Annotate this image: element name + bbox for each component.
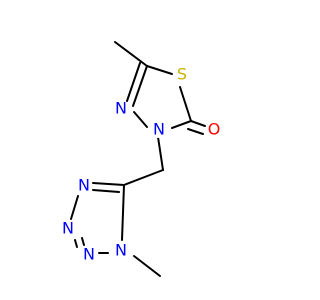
bond-ch2-tetrazole-c5 <box>123 169 164 186</box>
bond-c2-n3 <box>171 120 192 129</box>
bond-c5-s1 <box>146 65 173 75</box>
bond-methyl-c5 <box>114 41 148 67</box>
bond-c5-n4-second <box>126 62 141 102</box>
bond-tz-n3-n2 <box>81 237 85 246</box>
bond-tz-c5-n4-second <box>92 189 120 193</box>
bond-c2-o-second <box>187 128 204 135</box>
bond-s1-c2 <box>179 86 192 122</box>
atom-layer: S O N N N N N N <box>60 65 222 264</box>
atom-nitrogen-tetrazole-n2: N <box>83 245 95 264</box>
bond-tz-n3-n2-second <box>74 239 78 248</box>
bond-n3-ch2 <box>157 136 164 171</box>
bond-tz-c5-n4 <box>92 182 125 186</box>
bond-layer <box>70 41 206 277</box>
bond-tz-n1-c5 <box>121 184 125 241</box>
atom-sulfur: S <box>177 65 187 84</box>
atom-nitrogen-tetrazole-n1: N <box>115 241 127 260</box>
bond-n3-n4 <box>133 111 148 128</box>
bond-n1-methyl <box>133 255 161 277</box>
atom-nitrogen-ring-n3: N <box>153 120 165 139</box>
atom-nitrogen-tetrazole-n3: N <box>62 219 74 238</box>
atom-oxygen: O <box>208 120 221 139</box>
molecule-diagram: S O N N N N N N <box>60 41 222 277</box>
bond-c2-o <box>190 120 206 127</box>
atom-nitrogen-tetrazole-n4: N <box>78 176 90 195</box>
atom-nitrogen-ring-n4: N <box>115 99 127 118</box>
bond-tz-n4-n3 <box>70 195 79 220</box>
bond-c5-n4 <box>132 65 148 107</box>
